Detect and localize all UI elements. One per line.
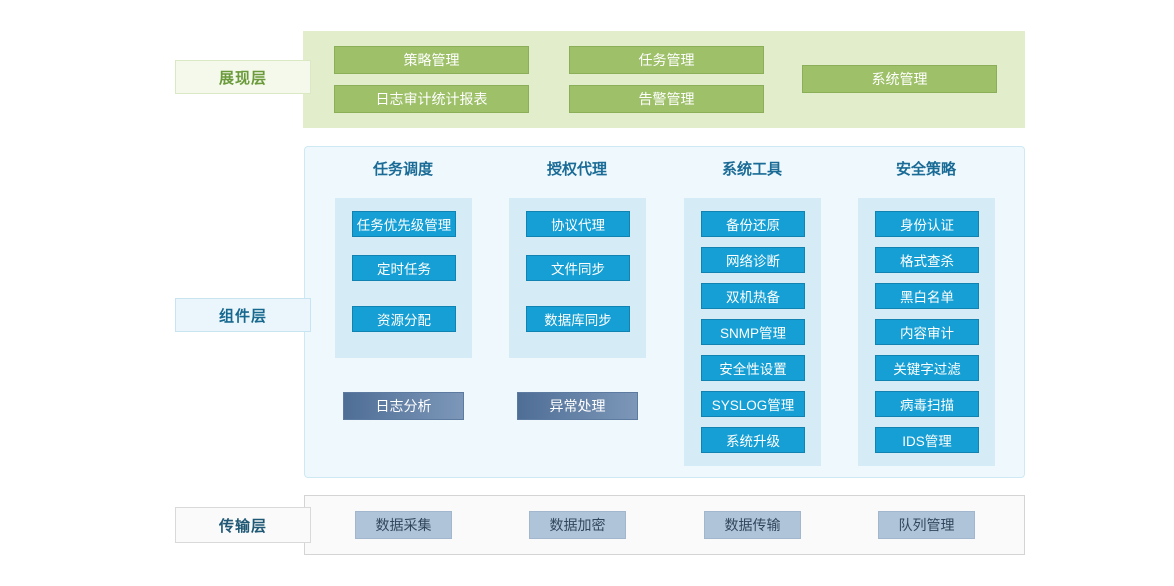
transport-button-data-encryption[interactable]: 数据加密 — [529, 511, 626, 539]
presentation-button-log-audit-report[interactable]: 日志审计统计报表 — [334, 85, 529, 113]
component-button-system-upgrade[interactable]: 系统升级 — [701, 427, 805, 453]
presentation-button-strategy-management[interactable]: 策略管理 — [334, 46, 529, 74]
component-button-black-white-list[interactable]: 黑白名单 — [875, 283, 979, 309]
component-button-virus-scan[interactable]: 病毒扫描 — [875, 391, 979, 417]
component-button-file-sync[interactable]: 文件同步 — [526, 255, 630, 281]
layer-label-presentation: 展现层 — [175, 60, 311, 94]
component-button-scheduled-task[interactable]: 定时任务 — [352, 255, 456, 281]
component-button-content-audit[interactable]: 内容审计 — [875, 319, 979, 345]
component-button-ids-management[interactable]: IDS管理 — [875, 427, 979, 453]
component-column-header-task-scheduling: 任务调度 — [372, 161, 433, 178]
component-button-format-scan-kill[interactable]: 格式查杀 — [875, 247, 979, 273]
component-button-snmp-management[interactable]: SNMP管理 — [701, 319, 805, 345]
component-button-dual-machine-hot-standby[interactable]: 双机热备 — [701, 283, 805, 309]
component-button-network-diagnosis[interactable]: 网络诊断 — [701, 247, 805, 273]
layer-label-transport: 传输层 — [175, 507, 311, 543]
layer-label-component: 组件层 — [175, 298, 311, 332]
component-button-identity-authentication[interactable]: 身份认证 — [875, 211, 979, 237]
component-button-security-settings[interactable]: 安全性设置 — [701, 355, 805, 381]
transport-button-queue-management[interactable]: 队列管理 — [878, 511, 975, 539]
transport-button-data-transmission[interactable]: 数据传输 — [704, 511, 801, 539]
component-column-header-system-tools: 系统工具 — [721, 161, 782, 178]
component-button-task-priority-management[interactable]: 任务优先级管理 — [352, 211, 456, 237]
presentation-button-task-management[interactable]: 任务管理 — [569, 46, 764, 74]
presentation-button-system-management[interactable]: 系统管理 — [802, 65, 997, 93]
component-column-header-authorization-agent: 授权代理 — [546, 161, 607, 178]
component-column-header-security-policy: 安全策略 — [895, 161, 956, 178]
component-button-exception-handling[interactable]: 异常处理 — [517, 392, 638, 420]
component-button-keyword-filter[interactable]: 关键字过滤 — [875, 355, 979, 381]
component-button-resource-allocation[interactable]: 资源分配 — [352, 306, 456, 332]
component-button-backup-restore[interactable]: 备份还原 — [701, 211, 805, 237]
component-button-log-analysis[interactable]: 日志分析 — [343, 392, 464, 420]
presentation-button-alarm-management[interactable]: 告警管理 — [569, 85, 764, 113]
component-button-syslog-management[interactable]: SYSLOG管理 — [701, 391, 805, 417]
transport-button-data-collection[interactable]: 数据采集 — [355, 511, 452, 539]
component-button-protocol-agent[interactable]: 协议代理 — [526, 211, 630, 237]
component-button-database-sync[interactable]: 数据库同步 — [526, 306, 630, 332]
